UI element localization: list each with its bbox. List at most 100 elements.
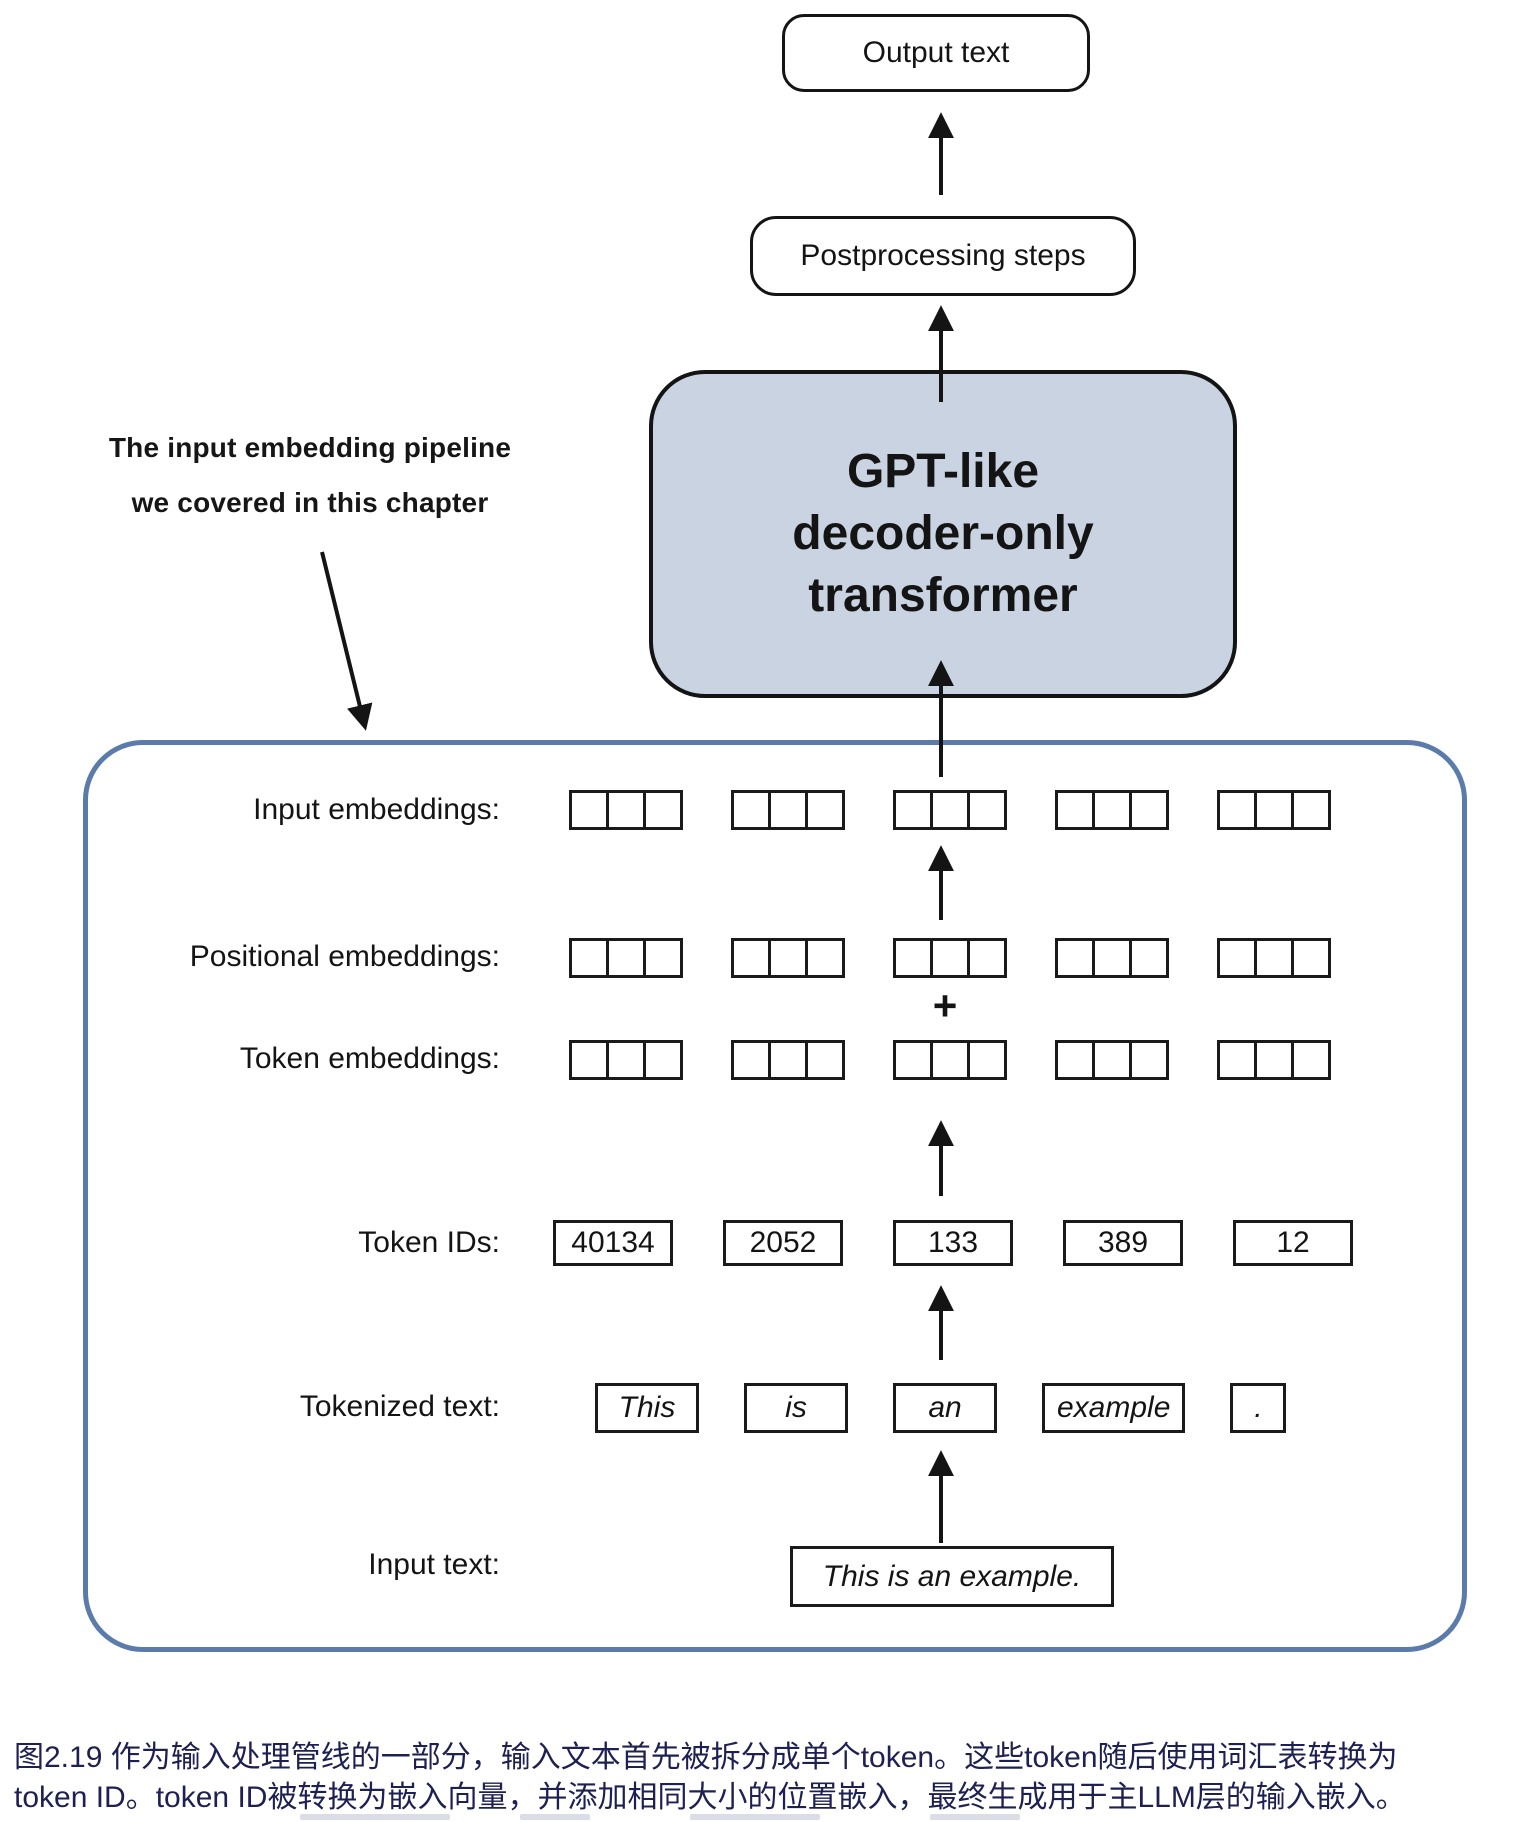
postprocessing-label: Postprocessing steps <box>800 239 1086 272</box>
embedding-cell <box>1254 938 1294 978</box>
label-token-ids: Token IDs: <box>358 1226 500 1259</box>
embedding-cell <box>1055 938 1095 978</box>
transformer-label-line1: GPT-like <box>846 445 1040 498</box>
embedding-cell <box>805 790 845 830</box>
embedding-cell <box>930 938 970 978</box>
embedding-cell <box>569 1040 609 1080</box>
positional-embeddings-row <box>569 938 1331 978</box>
embedding-cell <box>1092 938 1132 978</box>
embedding-vector-group <box>569 938 683 978</box>
embedding-cell <box>643 1040 683 1080</box>
embedding-cell <box>731 938 771 978</box>
embedding-cell <box>1129 1040 1169 1080</box>
embedding-cell <box>1217 1040 1257 1080</box>
annotation-note-line1: The input embedding pipeline <box>108 432 512 463</box>
embedding-cell <box>967 790 1007 830</box>
embedding-cell <box>1291 790 1331 830</box>
output-text-box: Output text <box>782 14 1090 92</box>
token-id-box: 133 <box>893 1220 1013 1266</box>
label-positional-embeddings: Positional embeddings: <box>189 940 500 973</box>
annotation-arrow <box>320 551 373 731</box>
label-token-embeddings: Token embeddings: <box>239 1042 500 1075</box>
pipeline-container-outline <box>83 740 1467 1652</box>
embedding-cell <box>893 1040 933 1080</box>
token-id-box: 389 <box>1063 1220 1183 1266</box>
embedding-vector-group <box>893 938 1007 978</box>
token-embeddings-row <box>569 1040 1331 1080</box>
embedding-cell <box>731 1040 771 1080</box>
embedding-vector-group <box>569 1040 683 1080</box>
embedding-cell <box>1254 790 1294 830</box>
embedding-cell <box>1092 790 1132 830</box>
embedding-vector-group <box>893 1040 1007 1080</box>
cropped-text-remnant <box>930 1814 1020 1820</box>
embedding-cell <box>569 938 609 978</box>
embedding-vector-group <box>1217 790 1331 830</box>
embedding-vector-group <box>1217 1040 1331 1080</box>
embedding-cell <box>1217 790 1257 830</box>
label-input-text: Input text: <box>368 1548 500 1581</box>
embedding-cell <box>893 938 933 978</box>
embedding-cell <box>606 790 646 830</box>
embedding-vector-group <box>731 790 845 830</box>
embedding-cell <box>768 790 808 830</box>
embedding-cell <box>805 1040 845 1080</box>
embedding-cell <box>805 938 845 978</box>
postprocessing-box: Postprocessing steps <box>750 216 1136 296</box>
input-embeddings-row <box>569 790 1331 830</box>
embedding-cell <box>569 790 609 830</box>
token-box: . <box>1230 1383 1287 1433</box>
cropped-text-remnant <box>520 1814 590 1820</box>
embedding-vector-group <box>1055 938 1169 978</box>
embedding-cell <box>1291 938 1331 978</box>
embedding-vector-group <box>893 790 1007 830</box>
embedding-vector-group <box>731 1040 845 1080</box>
label-input-embeddings: Input embeddings: <box>253 793 500 826</box>
embedding-cell <box>967 1040 1007 1080</box>
embedding-vector-group <box>731 938 845 978</box>
embedding-cell <box>643 938 683 978</box>
embedding-cell <box>1129 790 1169 830</box>
cropped-text-remnant <box>300 1814 450 1820</box>
output-text-label: Output text <box>862 36 1010 69</box>
cropped-text-remnant <box>690 1814 820 1820</box>
caption-line-1: 图2.19 作为输入处理管线的一部分，输入文本首先被拆分成单个token。这些t… <box>14 1741 1398 1774</box>
embedding-cell <box>1129 938 1169 978</box>
embedding-cell <box>893 790 933 830</box>
embedding-cell <box>768 938 808 978</box>
transformer-label-line2: decoder-only <box>792 507 1094 560</box>
embedding-cell <box>930 790 970 830</box>
plus-operator: + <box>932 982 958 1030</box>
embedding-cell <box>1055 1040 1095 1080</box>
embedding-cell <box>768 1040 808 1080</box>
embedding-cell <box>606 938 646 978</box>
input-text-box: This is an example. <box>790 1546 1114 1607</box>
embedding-cell <box>1055 790 1095 830</box>
embedding-cell <box>1291 1040 1331 1080</box>
token-id-box: 12 <box>1233 1220 1353 1266</box>
token-box: This <box>595 1383 699 1433</box>
token-box: an <box>893 1383 997 1433</box>
token-box: example <box>1042 1383 1186 1433</box>
embedding-cell <box>1092 1040 1132 1080</box>
embedding-cell <box>1217 938 1257 978</box>
caption-line-2: token ID。token ID被转换为嵌入向量，并添加相同大小的位置嵌入，最… <box>14 1781 1406 1814</box>
embedding-cell <box>731 790 771 830</box>
token-box: is <box>744 1383 848 1433</box>
embedding-cell <box>930 1040 970 1080</box>
transformer-box: GPT-like decoder-only transformer <box>649 370 1237 698</box>
transformer-label-line3: transformer <box>808 569 1078 622</box>
embedding-cell <box>1254 1040 1294 1080</box>
input-text-value: This is an example. <box>822 1559 1082 1593</box>
embedding-cell <box>643 790 683 830</box>
token-id-box: 40134 <box>553 1220 673 1266</box>
label-tokenized-text: Tokenized text: <box>299 1390 500 1423</box>
embedding-vector-group <box>569 790 683 830</box>
embedding-cell <box>967 938 1007 978</box>
embedding-vector-group <box>1217 938 1331 978</box>
embedding-vector-group <box>1055 790 1169 830</box>
embedding-vector-group <box>1055 1040 1169 1080</box>
